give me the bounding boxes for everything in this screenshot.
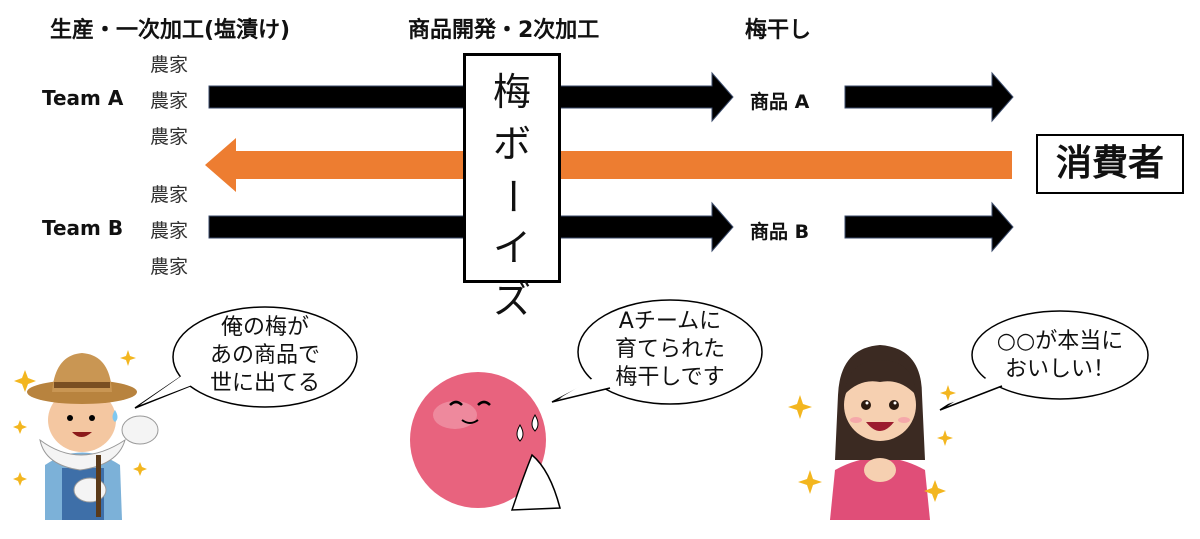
sparkles — [13, 350, 956, 502]
header-development: 商品開発・2次加工 — [408, 18, 600, 43]
bubble-ume-line-2: 育てられた — [614, 337, 725, 362]
bubble-ume — [551, 299, 763, 405]
arrow-feedback — [205, 138, 1012, 192]
umeboys-char-3: ー — [490, 176, 534, 215]
team-a-label: Team A — [42, 86, 124, 110]
bubble-consumer — [939, 310, 1149, 411]
bubble-consumer-line-1: ○○が本当に — [996, 329, 1124, 354]
consumer-box: 消費者 — [1036, 134, 1184, 194]
bubble-farmer-line-1: 俺の梅が — [220, 315, 309, 340]
bubble-farmer-line-2: あの商品で — [209, 343, 320, 368]
arrow-product-a-to-consumer — [844, 71, 1014, 123]
header-production: 生産・一次加工(塩漬け) — [50, 18, 291, 43]
bubble-consumer-text: ○○が本当に おいしい！ — [985, 328, 1135, 384]
farmer-a-1: 農家 — [150, 54, 189, 76]
bubble-farmer — [134, 306, 358, 409]
bubble-ume-text: Aチームに 育てられた 梅干しです — [595, 308, 745, 392]
arrow-product-b-to-consumer — [844, 201, 1014, 253]
umeboys-char-5: ズ — [492, 278, 531, 322]
farmer-a-3: 農家 — [150, 126, 189, 148]
bubble-farmer-line-3: 世に出てる — [209, 371, 320, 396]
ume-illustration — [410, 372, 561, 511]
team-b-label: Team B — [42, 216, 124, 240]
farmer-a-2: 農家 — [150, 90, 189, 112]
header-product: 梅干し — [745, 18, 812, 43]
umeboys-char-4: イ — [492, 226, 531, 270]
product-a-label: 商品 A — [750, 91, 810, 113]
bubble-ume-line-3: 梅干しです — [615, 365, 725, 390]
consumer-illustration — [830, 345, 930, 520]
umeboys-char-1: 梅 — [492, 70, 531, 114]
farmer-b-3: 農家 — [150, 256, 189, 278]
bubble-ume-line-1: Aチームに — [618, 309, 722, 334]
product-b-label: 商品 B — [750, 221, 810, 243]
farmer-b-1: 農家 — [150, 184, 189, 206]
farmer-b-2: 農家 — [150, 220, 189, 242]
bubble-farmer-text: 俺の梅が あの商品で 世に出てる — [190, 314, 340, 398]
umeboys-char-2: ボ — [492, 122, 531, 166]
bubble-consumer-line-2: おいしい！ — [1004, 357, 1115, 382]
farmer-illustration — [27, 353, 159, 520]
umeboys-box: 梅 ボ ー イ ズ — [463, 53, 561, 322]
